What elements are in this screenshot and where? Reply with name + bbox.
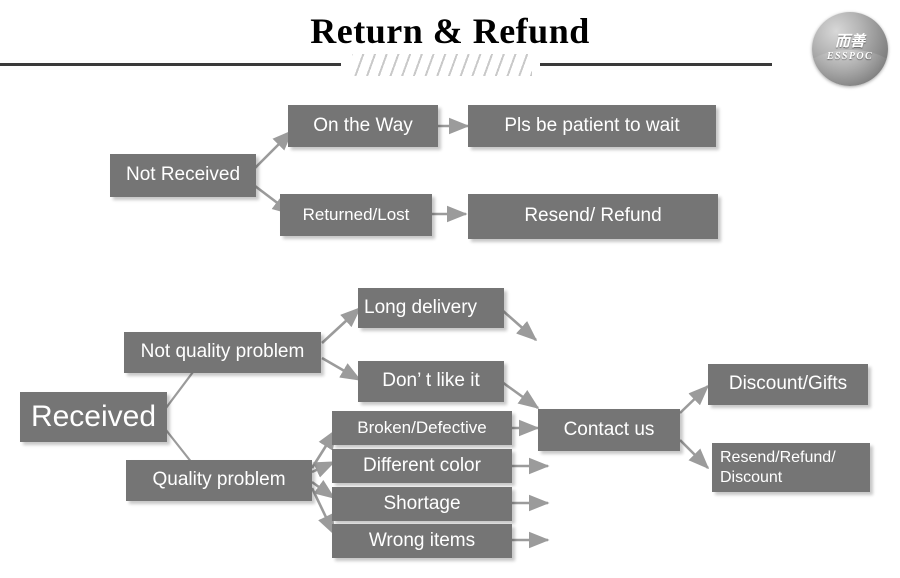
brand-logo: 而善 ESSPOC [812, 12, 888, 86]
header-rule-right [540, 63, 772, 66]
node-discount-gifts[interactable]: Discount/Gifts [708, 364, 868, 405]
node-not-received[interactable]: Not Received [110, 154, 256, 197]
node-pls-be-patient-to-wait[interactable]: Pls be patient to wait [468, 105, 716, 147]
page-title: Return & Refund [310, 11, 590, 51]
node-contact-us[interactable]: Contact us [538, 409, 680, 451]
node-shortage[interactable]: Shortage [332, 487, 512, 521]
node-wrong-items[interactable]: Wrong items [332, 524, 512, 558]
node-resend-refund-discount[interactable]: Resend/Refund/ Discount [712, 443, 870, 492]
node-on-the-way[interactable]: On the Way [288, 105, 438, 147]
node-dont-like-it[interactable]: Don’ t like it [358, 361, 504, 402]
node-quality-problem[interactable]: Quality problem [126, 460, 312, 501]
header-hatch-ornament [352, 54, 532, 76]
node-returned-lost[interactable]: Returned/Lost [280, 194, 432, 236]
node-different-color[interactable]: Different color [332, 449, 512, 483]
logo-brand-text: ESSPOC [826, 51, 874, 62]
logo-chinese-text: 而善 [834, 32, 865, 50]
node-not-quality-problem[interactable]: Not quality problem [124, 332, 321, 373]
header-rule-left [0, 63, 341, 66]
node-long-delivery[interactable]: Long delivery [358, 288, 504, 328]
node-received[interactable]: Received [20, 392, 167, 442]
node-broken-defective[interactable]: Broken/Defective [332, 411, 512, 445]
node-resend-refund[interactable]: Resend/ Refund [468, 194, 718, 239]
logo-sheen [812, 50, 888, 86]
